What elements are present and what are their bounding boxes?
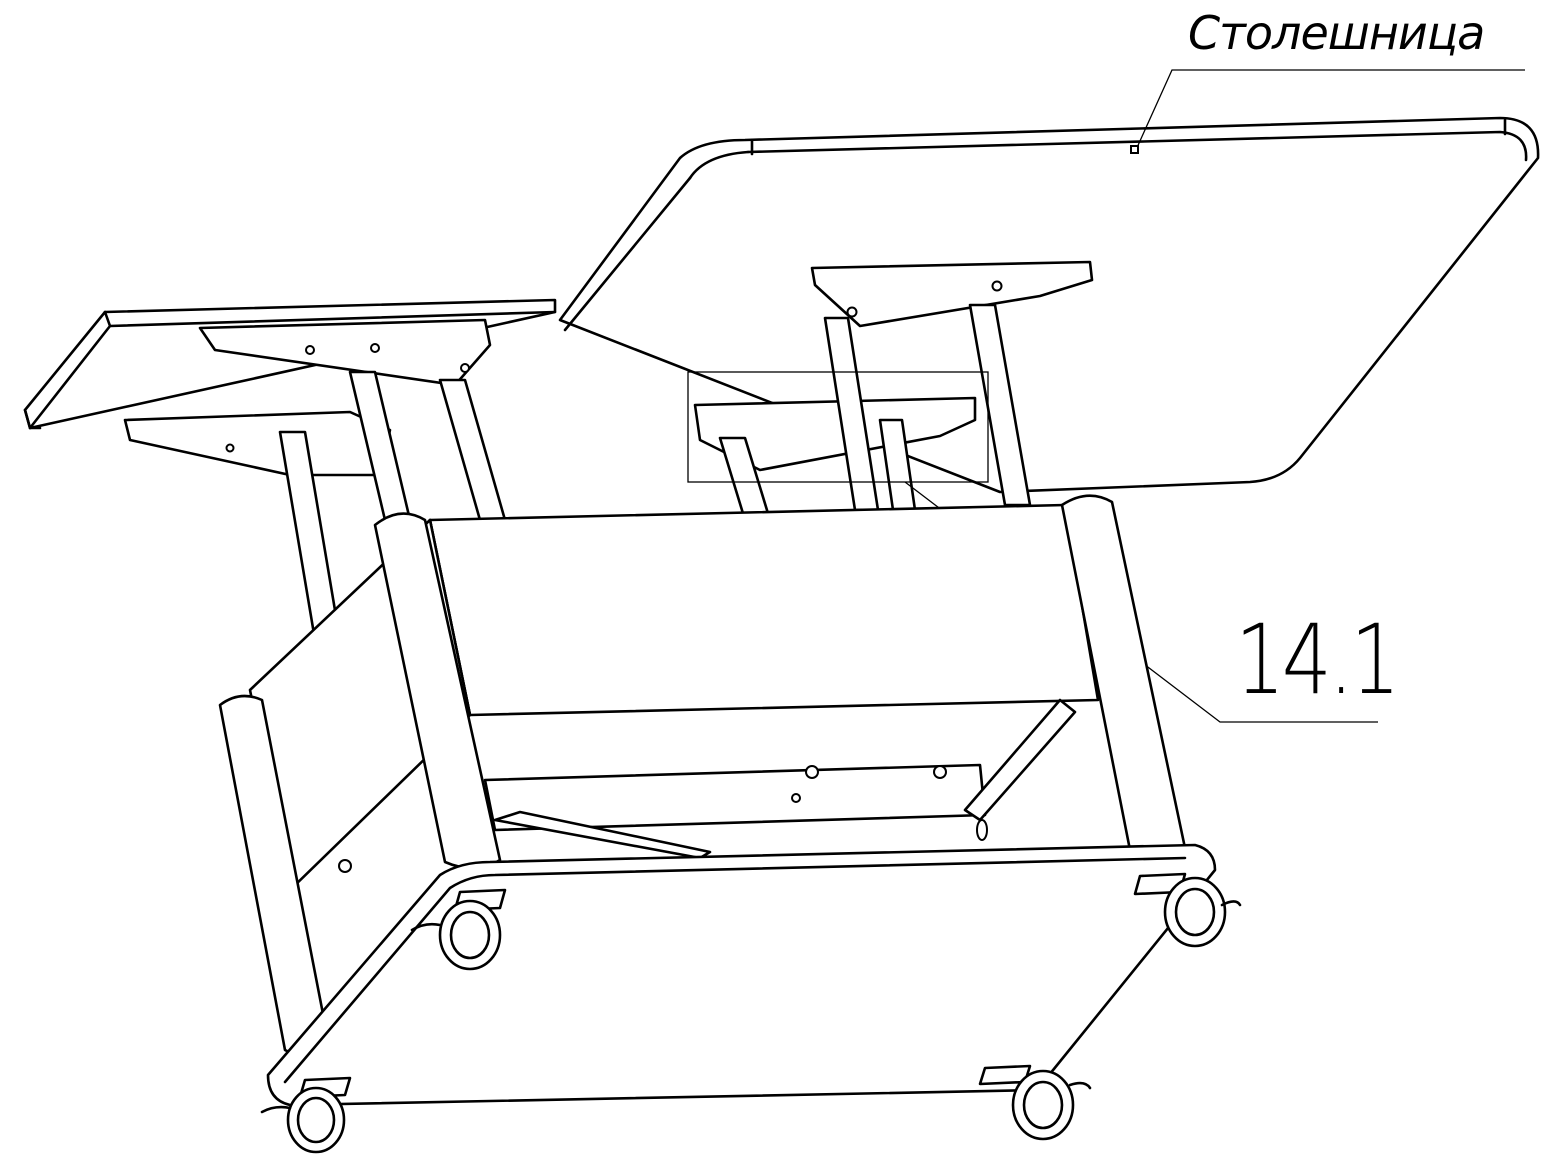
caster-front-left	[260, 1076, 352, 1154]
callout-number: 14.1	[1235, 604, 1400, 716]
right-bracket	[693, 260, 1094, 472]
tabletop-label: Столешница	[1188, 6, 1485, 60]
caster-back-right	[1133, 872, 1242, 948]
detail-frame	[687, 371, 989, 483]
leader-tabletop	[1134, 69, 1525, 153]
caster-back-left	[410, 888, 507, 971]
caster-front-right	[978, 1064, 1092, 1141]
tabletop	[558, 116, 1540, 494]
legs	[278, 303, 1032, 642]
main-frame	[218, 494, 1217, 1107]
